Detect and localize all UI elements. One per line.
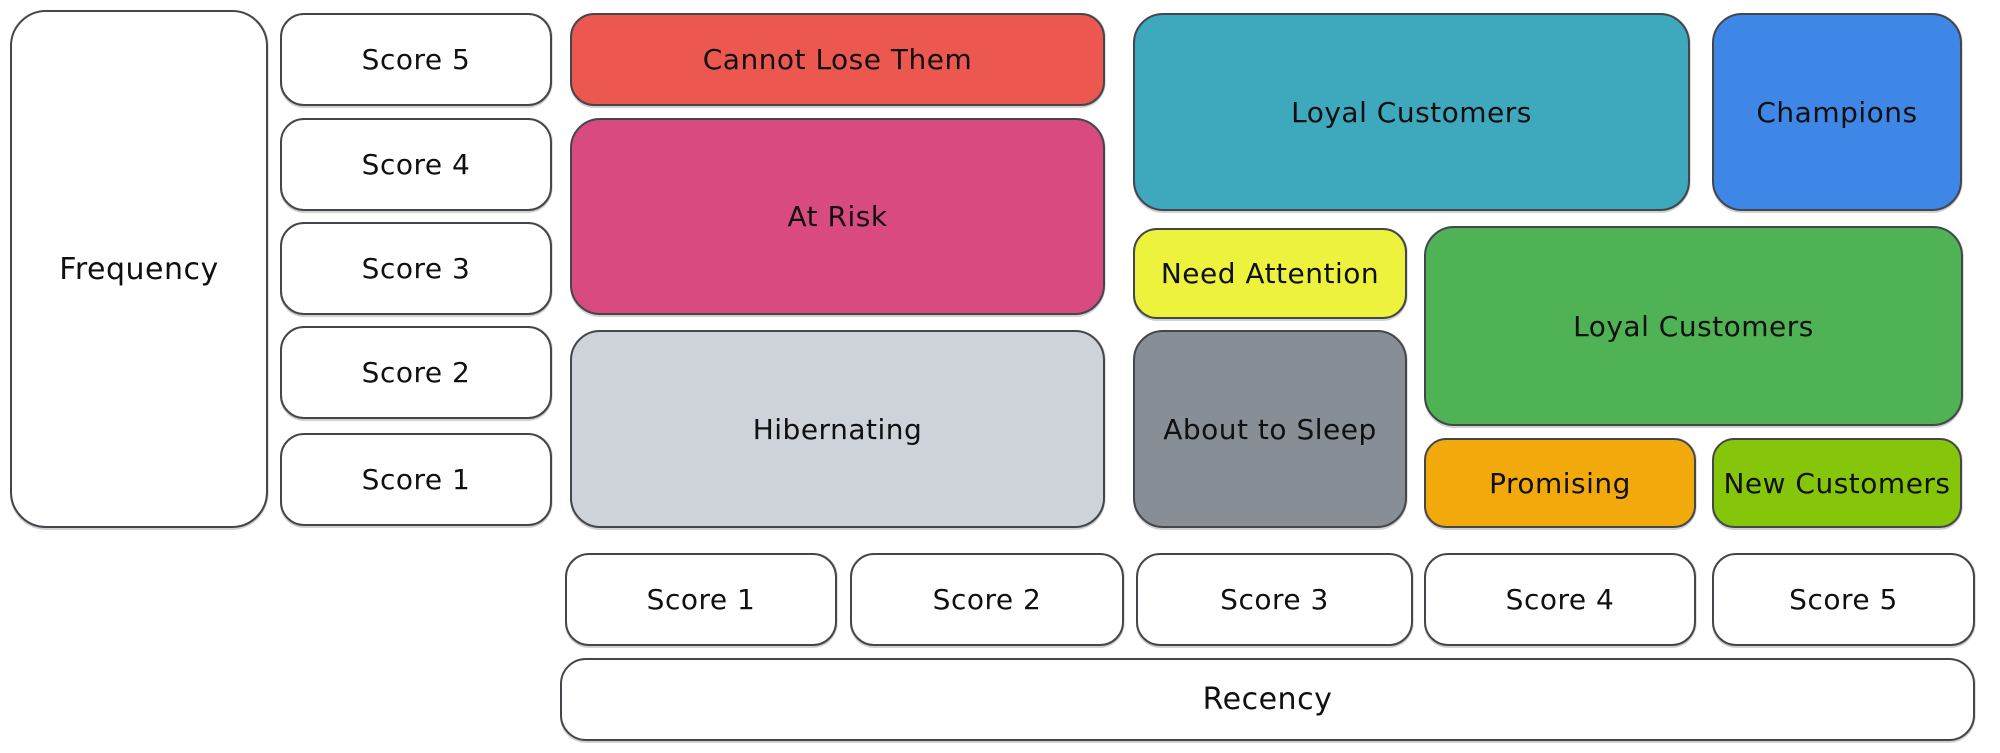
frequency-score-5-box: Score 5 [280,13,552,106]
segment-cannot-lose-them: Cannot Lose Them [570,13,1105,106]
segment-loyal-customers-teal: Loyal Customers [1133,13,1690,211]
segment-loyal-customers-green-label: Loyal Customers [1573,309,1814,343]
frequency-score-2-label: Score 2 [361,356,471,389]
segment-new-customers-label: New Customers [1723,466,1951,500]
recency-score-1-label: Score 1 [646,583,756,616]
recency-axis-label-box: Recency [560,658,1975,741]
recency-axis-label: Recency [1202,682,1333,717]
recency-score-4-box: Score 4 [1424,553,1696,646]
segment-at-risk-label: At Risk [787,200,888,233]
segment-need-attention-label: Need Attention [1160,257,1380,290]
frequency-score-3-label: Score 3 [361,252,471,285]
recency-score-2-box: Score 2 [850,553,1124,646]
recency-score-5-label: Score 5 [1789,583,1898,616]
frequency-score-4-label: Score 4 [361,148,471,181]
segment-need-attention: Need Attention [1133,228,1407,319]
recency-score-3-label: Score 3 [1220,583,1329,616]
segment-champions-label: Champions [1756,95,1918,129]
recency-score-1-box: Score 1 [565,553,837,646]
segment-loyal-customers-green: Loyal Customers [1424,226,1963,426]
recency-score-4-label: Score 4 [1505,583,1615,616]
frequency-score-5-label: Score 5 [361,43,471,76]
frequency-axis-label: Frequency [59,251,219,287]
segment-at-risk: At Risk [570,118,1105,315]
segment-loyal-customers-teal-label: Loyal Customers [1291,95,1532,129]
frequency-score-2-box: Score 2 [280,326,552,419]
recency-score-5-box: Score 5 [1712,553,1975,646]
frequency-score-1-label: Score 1 [361,463,471,496]
segment-cannot-lose-them-label: Cannot Lose Them [702,43,973,76]
segment-champions: Champions [1712,13,1962,211]
segment-hibernating: Hibernating [570,330,1105,528]
segment-about-to-sleep-label: About to Sleep [1163,412,1377,446]
recency-score-2-label: Score 2 [932,583,1042,616]
recency-score-3-box: Score 3 [1136,553,1413,646]
segment-about-to-sleep: About to Sleep [1133,330,1407,528]
segment-new-customers: New Customers [1712,438,1962,528]
segment-hibernating-label: Hibernating [752,412,923,446]
frequency-score-4-box: Score 4 [280,118,552,211]
frequency-score-1-box: Score 1 [280,433,552,526]
segment-promising: Promising [1424,438,1696,528]
frequency-score-3-box: Score 3 [280,222,552,315]
frequency-axis-label-box: Frequency [10,10,268,528]
segment-promising-label: Promising [1489,466,1631,500]
